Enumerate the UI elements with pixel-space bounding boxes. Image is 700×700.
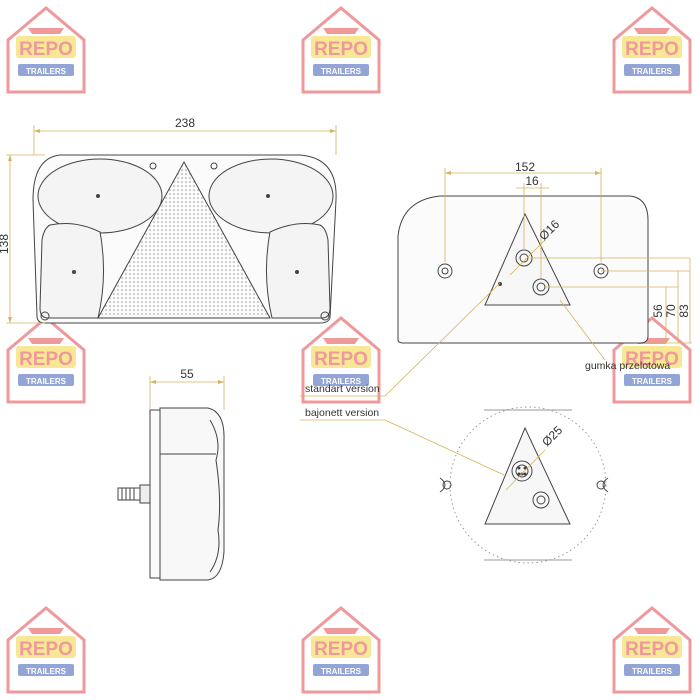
watermark-sub: TRAILERS — [26, 667, 67, 676]
bayonet-dimensions — [505, 449, 546, 491]
front-view — [32, 154, 337, 324]
watermark-logo: REPO TRAILERS — [6, 316, 86, 404]
watermark-sub: TRAILERS — [26, 377, 67, 386]
watermark-sub: TRAILERS — [632, 67, 673, 76]
watermark-sub: TRAILERS — [321, 377, 362, 386]
front-width-label: 238 — [175, 116, 195, 130]
watermark-logo: REPO TRAILERS — [301, 6, 381, 94]
bayonet-detail — [439, 406, 609, 564]
gasket-label: gumka przelotowa — [585, 360, 670, 372]
bayonet-diameter-label: Ø25 — [539, 423, 565, 449]
side-dimensions — [149, 376, 225, 410]
watermark-sub: TRAILERS — [321, 667, 362, 676]
watermark-logo: REPO TRAILERS — [301, 316, 381, 404]
leader-lines — [300, 282, 505, 476]
rear-width-label: 152 — [515, 160, 535, 174]
watermark-brand: REPO — [625, 639, 679, 660]
hole-spacing-label: 16 — [525, 174, 539, 188]
watermark-brand: REPO — [19, 349, 73, 370]
bayonet-version-label: bajonett version — [305, 407, 379, 419]
watermark-brand: REPO — [19, 39, 73, 60]
rear-view — [397, 195, 649, 344]
watermark-brand: REPO — [314, 349, 368, 370]
watermark-brand: REPO — [314, 639, 368, 660]
front-height-label: 138 — [0, 234, 11, 254]
side-depth-label: 55 — [180, 367, 194, 381]
watermark-logo: REPO TRAILERS — [301, 606, 381, 694]
side-view — [117, 407, 225, 581]
watermark-brand: REPO — [625, 349, 679, 370]
height-56-label: 56 — [651, 304, 665, 318]
rear-dimensions — [444, 168, 692, 361]
height-70-label: 70 — [664, 304, 678, 318]
watermark-logo: REPO TRAILERS — [612, 606, 692, 694]
watermark-sub: TRAILERS — [632, 667, 673, 676]
watermark-brand: REPO — [314, 39, 368, 60]
watermark-logo: REPO TRAILERS — [6, 606, 86, 694]
watermark-brand: REPO — [19, 639, 73, 660]
watermark-sub: TRAILERS — [26, 67, 67, 76]
watermark-brand: REPO — [625, 39, 679, 60]
watermark-sub: TRAILERS — [321, 67, 362, 76]
standard-version-label: standart version — [305, 383, 380, 395]
watermarks: REPO TRAILERS REPO TRAILERS REPO TRAILER… — [6, 6, 692, 694]
watermark-sub: TRAILERS — [632, 377, 673, 386]
watermark-logo: REPO TRAILERS — [612, 316, 692, 404]
watermark-logo: REPO TRAILERS — [6, 6, 86, 94]
watermark-logo: REPO TRAILERS — [612, 6, 692, 94]
front-dimensions — [6, 125, 337, 324]
height-83-label: 83 — [677, 304, 691, 318]
